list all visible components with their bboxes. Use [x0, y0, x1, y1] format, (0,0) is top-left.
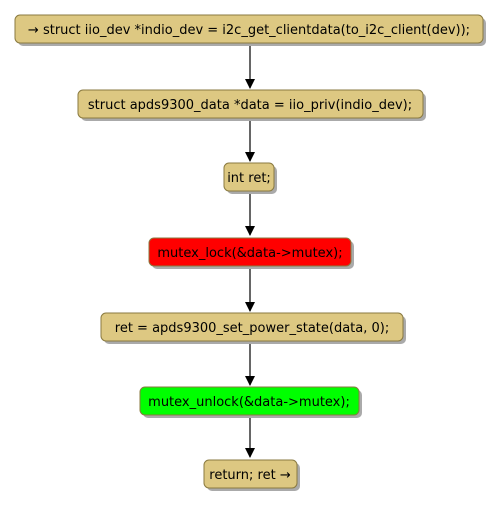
node-box: [100, 312, 404, 342]
node-box: [203, 459, 298, 489]
node-box: [139, 386, 360, 416]
node-box: [148, 237, 352, 267]
node-box: [223, 162, 275, 192]
node-label: mutex_unlock(&data->mutex);: [148, 395, 350, 410]
node-label: mutex_lock(&data->mutex);: [157, 246, 342, 261]
node-int-ret: int ret;: [223, 162, 277, 194]
node-label: ret = apds9300_set_power_state(data, 0);: [115, 321, 389, 336]
node-data-priv: struct apds9300_data *data = iio_priv(in…: [77, 89, 426, 121]
node-mutex-unlock: mutex_unlock(&data->mutex);: [139, 386, 362, 418]
node-box: [14, 14, 484, 44]
node-label: struct apds9300_data *data = iio_priv(in…: [88, 98, 412, 113]
node-label: return; ret →: [209, 468, 291, 483]
node-box: [77, 89, 424, 119]
node-mutex-lock: mutex_lock(&data->mutex);: [148, 237, 354, 269]
node-set-power-state: ret = apds9300_set_power_state(data, 0);: [100, 312, 406, 344]
node-label: → struct iio_dev *indio_dev = i2c_get_cl…: [28, 23, 470, 38]
node-return: return; ret →: [203, 459, 300, 491]
node-label: int ret;: [227, 171, 271, 186]
node-device-setup: → struct iio_dev *indio_dev = i2c_get_cl…: [14, 14, 486, 46]
